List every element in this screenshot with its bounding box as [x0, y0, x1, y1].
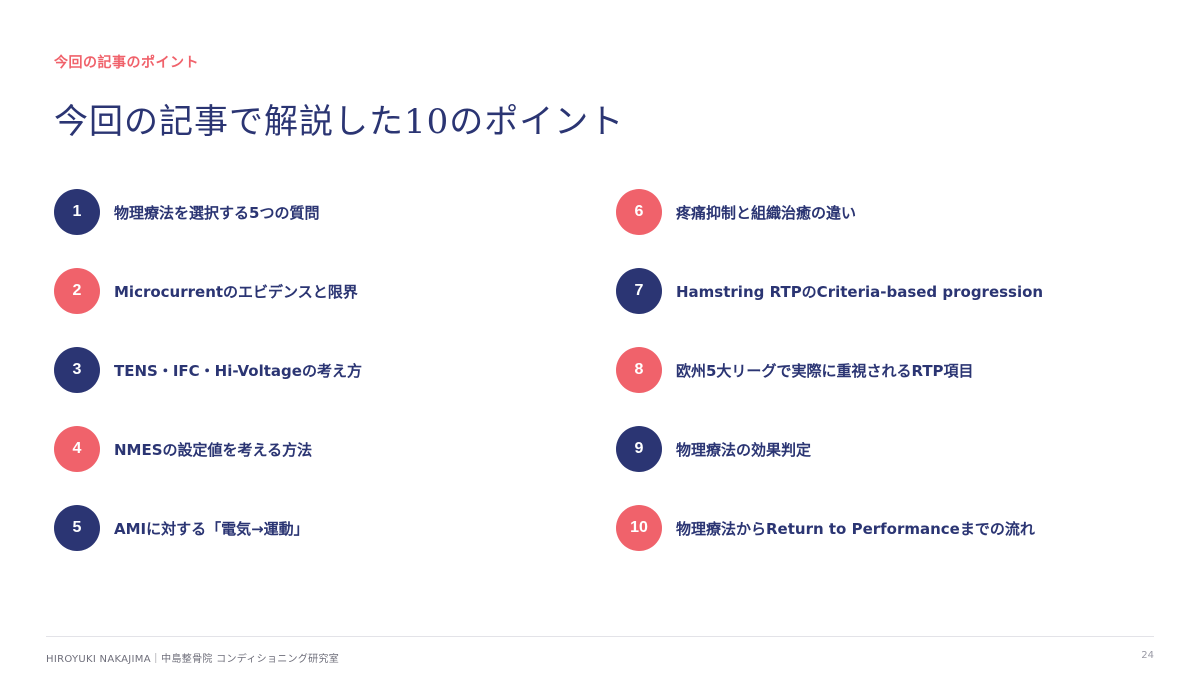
point-label: 物理療法からReturn to Performanceまでの流れ — [676, 519, 1035, 538]
page-title: 今回の記事で解説した10のポイント — [54, 102, 625, 142]
point-number-badge: 2 — [54, 268, 100, 314]
point-item-3: 3 TENS・IFC・Hi-Voltageの考え方 — [54, 347, 362, 393]
footer-credit: HIROYUKI NAKAJIMA｜中島整骨院 コンディショニング研究室 — [46, 654, 340, 665]
point-number-badge: 7 — [616, 268, 662, 314]
point-label: Hamstring RTPのCriteria-based progression — [676, 282, 1044, 301]
points-column-right: 6 疼痛抑制と組織治癒の違い 7 Hamstring RTPのCriteria-… — [616, 189, 1043, 584]
point-label: AMIに対する「電気→運動」 — [114, 519, 309, 538]
point-number-badge: 9 — [616, 426, 662, 472]
section-eyebrow: 今回の記事のポイント — [54, 55, 199, 71]
point-number-badge: 4 — [54, 426, 100, 472]
point-number-badge: 10 — [616, 505, 662, 551]
point-item-10: 10 物理療法からReturn to Performanceまでの流れ — [616, 505, 1043, 551]
points-column-left: 1 物理療法を選択する5つの質問 2 Microcurrentのエビデンスと限界… — [54, 189, 362, 584]
point-item-1: 1 物理療法を選択する5つの質問 — [54, 189, 362, 235]
footer-divider — [46, 636, 1154, 637]
point-label: 物理療法を選択する5つの質問 — [114, 203, 320, 222]
point-item-6: 6 疼痛抑制と組織治癒の違い — [616, 189, 1043, 235]
page-number: 24 — [1141, 650, 1154, 661]
point-label: NMESの設定値を考える方法 — [114, 440, 313, 459]
point-item-4: 4 NMESの設定値を考える方法 — [54, 426, 362, 472]
point-label: Microcurrentのエビデンスと限界 — [114, 282, 358, 301]
point-label: 物理療法の効果判定 — [676, 440, 812, 459]
point-number-badge: 5 — [54, 505, 100, 551]
point-item-5: 5 AMIに対する「電気→運動」 — [54, 505, 362, 551]
point-label: 疼痛抑制と組織治癒の違い — [676, 203, 857, 222]
point-number-badge: 1 — [54, 189, 100, 235]
point-label: 欧州5大リーグで実際に重視されるRTP項目 — [676, 361, 974, 380]
point-item-7: 7 Hamstring RTPのCriteria-based progressi… — [616, 268, 1043, 314]
point-number-badge: 3 — [54, 347, 100, 393]
point-item-2: 2 Microcurrentのエビデンスと限界 — [54, 268, 362, 314]
point-label: TENS・IFC・Hi-Voltageの考え方 — [114, 361, 362, 380]
point-number-badge: 6 — [616, 189, 662, 235]
point-item-9: 9 物理療法の効果判定 — [616, 426, 1043, 472]
point-item-8: 8 欧州5大リーグで実際に重視されるRTP項目 — [616, 347, 1043, 393]
point-number-badge: 8 — [616, 347, 662, 393]
